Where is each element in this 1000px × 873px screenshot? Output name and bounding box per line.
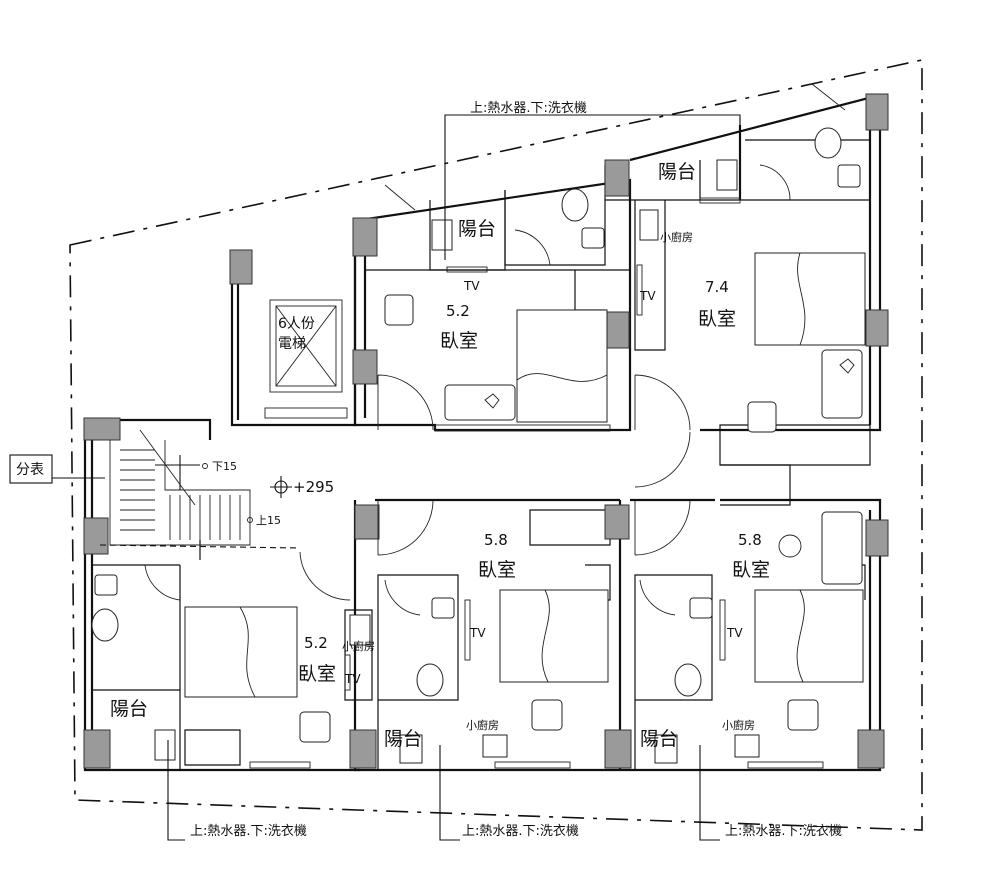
sanitary-fixtures <box>91 127 861 764</box>
balcony-label-bottom-right: 陽台 <box>640 728 678 750</box>
small-kitchen-label-bottom-right: 小廚房 <box>722 718 755 732</box>
note-heater-washer-top: 上:熱水器.下:洗衣機 <box>470 100 587 116</box>
balcony-label-top-right: 陽台 <box>658 161 696 183</box>
balcony-label-bottom-middle: 陽台 <box>384 728 422 750</box>
room-name-bottom-right: 臥室 <box>732 559 770 581</box>
room-name-bottom-left: 臥室 <box>298 663 336 685</box>
elevator-capacity-label: 6人份 <box>278 316 315 332</box>
small-kitchen-label-bottom-middle: 小廚房 <box>466 718 499 732</box>
tv-label-bottom-right: TV <box>726 626 743 640</box>
room-name-bottom-middle: 臥室 <box>478 559 516 581</box>
note-heater-washer-bottom-right: 上:熱水器.下:洗衣機 <box>725 823 842 839</box>
exterior-walls <box>83 93 882 772</box>
small-kitchen-label-top-right: 小廚房 <box>660 230 693 244</box>
stair-down-label: 下15 <box>212 460 237 473</box>
elevator-label: 電梯 <box>278 336 306 352</box>
furniture <box>184 252 866 743</box>
tv-label-bottom-middle: TV <box>469 626 486 640</box>
tv-label-top-right: TV <box>639 289 656 303</box>
elevator <box>264 299 348 419</box>
room-area-bottom-left: 5.2 <box>304 634 328 652</box>
meter-box <box>9 454 53 484</box>
leader-lines <box>52 114 741 841</box>
balcony-label-top-middle: 陽台 <box>458 218 496 240</box>
staircase <box>99 429 301 549</box>
room-area-top-middle: 5.2 <box>446 302 470 320</box>
room-area-bottom-middle: 5.8 <box>484 531 508 549</box>
property-boundary <box>69 59 923 831</box>
structural-columns <box>83 93 889 769</box>
stair-up-label: 上15 <box>256 514 281 527</box>
balcony-label-bottom-left: 陽台 <box>110 698 148 720</box>
room-name-top-right: 臥室 <box>698 308 736 330</box>
small-kitchen-label-bottom-left: 小廚房 <box>342 639 375 653</box>
tv-label-top-middle: TV <box>463 279 480 293</box>
meter-label: 分表 <box>16 462 44 478</box>
room-area-top-right: 7.4 <box>705 278 729 296</box>
room-name-top-middle: 臥室 <box>440 330 478 352</box>
note-heater-washer-bottom-middle: 上:熱水器.下:洗衣機 <box>462 823 579 839</box>
doors <box>144 83 846 616</box>
note-heater-washer-bottom-left: 上:熱水器.下:洗衣機 <box>190 823 307 839</box>
floor-level-marker: +295 <box>293 478 334 496</box>
tv-label-bottom-left: TV <box>344 672 361 686</box>
room-area-bottom-right: 5.8 <box>738 531 762 549</box>
windows <box>249 197 824 769</box>
interior-walls <box>92 139 871 770</box>
